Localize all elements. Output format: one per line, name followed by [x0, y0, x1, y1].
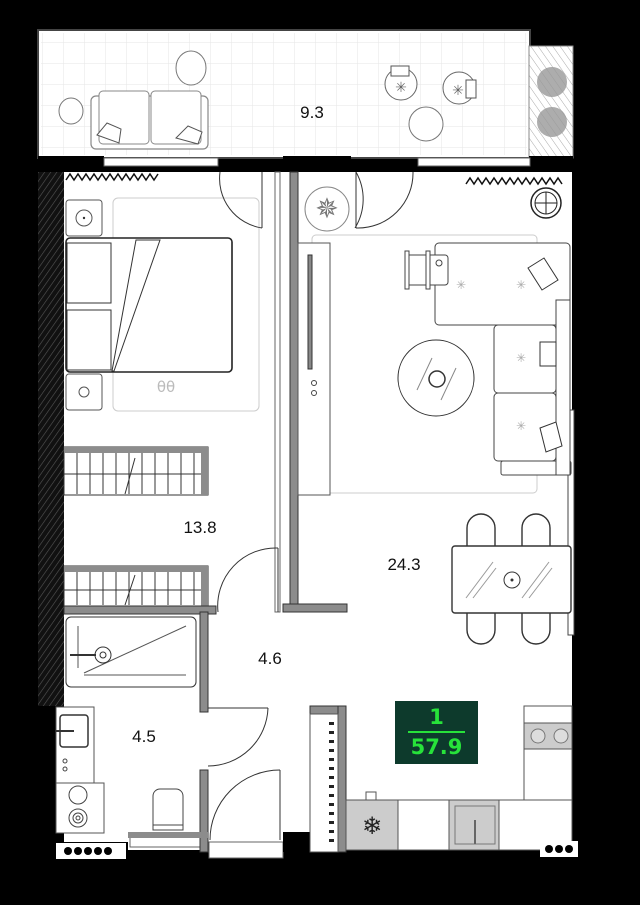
svg-text:✳: ✳: [516, 351, 526, 365]
svg-text:✳: ✳: [516, 278, 526, 292]
radiator-icon: [65, 172, 159, 182]
living-furniture: ✵ ✳ ✳ ✳ ✳: [297, 171, 572, 496]
svg-text:θθ: θθ: [157, 378, 175, 396]
exterior-wall-left: [38, 158, 64, 706]
ventilation-grille: [56, 843, 126, 859]
wardrobe: [63, 446, 209, 496]
room-area-living-kitchen: 24.3: [387, 555, 421, 574]
bathroom-fixtures: [55, 616, 197, 834]
kitchen-units: ❄: [345, 705, 573, 851]
svg-text:✳: ✳: [395, 80, 407, 96]
total-area: 57.9: [410, 735, 463, 759]
dining-set: [451, 513, 572, 645]
wardrobe: [63, 565, 209, 616]
room-area-bathroom: 4.5: [132, 727, 156, 746]
ventilation-grille: [540, 841, 578, 857]
apartment-summary-badge: 1 57.9: [395, 701, 478, 764]
rooms-count: 1: [429, 705, 444, 729]
svg-text:✳: ✳: [456, 278, 466, 292]
bedroom-furniture: θθ: [65, 197, 260, 412]
radiator-icon: [465, 176, 563, 186]
svg-text:✵: ✵: [315, 192, 338, 225]
room-area-hallway: 4.6: [258, 649, 282, 668]
fraction-divider: [408, 731, 465, 733]
balcony: ✳ ✳: [37, 29, 574, 159]
room-area-balcony: 9.3: [300, 103, 324, 122]
svg-text:❄: ❄: [362, 812, 382, 840]
svg-text:✳: ✳: [452, 83, 464, 99]
svg-text:✳: ✳: [516, 419, 526, 433]
room-area-bedroom: 13.8: [183, 518, 217, 537]
